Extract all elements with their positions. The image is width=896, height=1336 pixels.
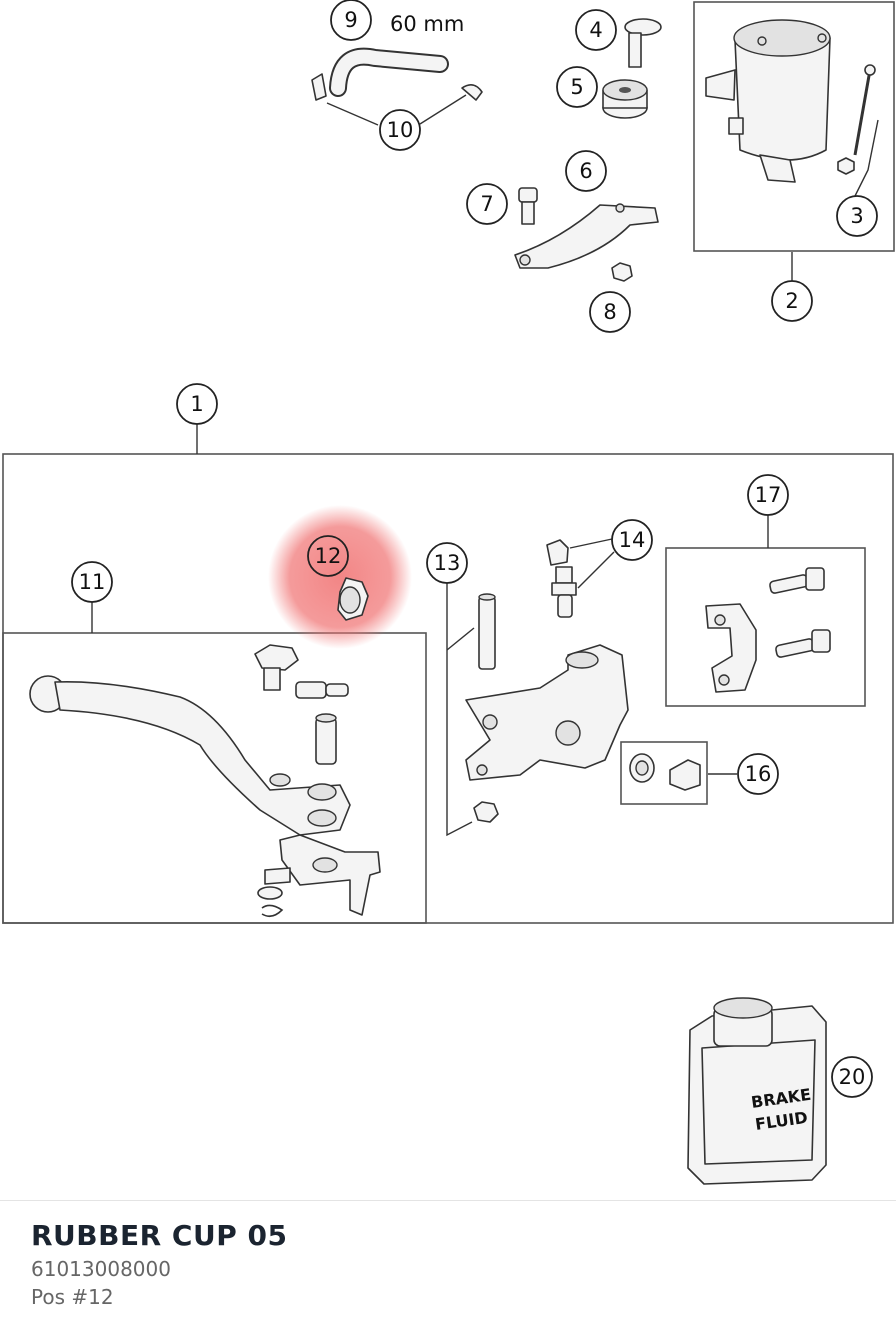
- svg-text:3: 3: [850, 204, 863, 228]
- callout-8[interactable]: 8: [589, 291, 631, 333]
- callout-9[interactable]: 9: [330, 0, 372, 41]
- group-box-2: [693, 1, 895, 252]
- svg-text:10: 10: [387, 118, 414, 142]
- callout-13[interactable]: 13: [426, 542, 468, 584]
- group-box-11: [2, 632, 427, 924]
- hose-part: [329, 47, 449, 97]
- part-number: 61013008000: [31, 1257, 171, 1281]
- svg-text:9: 9: [344, 8, 357, 32]
- callout-5[interactable]: 5: [556, 66, 598, 108]
- svg-text:14: 14: [619, 528, 646, 552]
- svg-text:4: 4: [589, 18, 602, 42]
- part-name: RUBBER CUP 05: [31, 1219, 288, 1252]
- adjuster-part: [254, 644, 349, 765]
- callout-4[interactable]: 4: [575, 9, 617, 51]
- svg-text:1: 1: [190, 392, 203, 416]
- svg-text:11: 11: [79, 570, 106, 594]
- group-box-17: [665, 547, 866, 707]
- rubber-cup-part[interactable]: [337, 577, 369, 621]
- svg-text:8: 8: [603, 300, 616, 324]
- callout-17[interactable]: 17: [747, 474, 789, 516]
- highlight-position-12: [268, 505, 412, 649]
- screw-nut-part: [837, 64, 876, 175]
- svg-text:17: 17: [755, 483, 782, 507]
- lever-adapter-part: [257, 834, 381, 918]
- nut-part: [611, 262, 633, 282]
- lever-part: [29, 675, 351, 836]
- svg-text:16: 16: [745, 762, 772, 786]
- exploded-parts-diagram: BRAKE FLUID 60 mm 1 2 3 4 5 6 7 8 9 10 1…: [2, 0, 895, 1185]
- callout-2[interactable]: 2: [771, 280, 813, 322]
- hose-length-label: 60 mm: [390, 12, 464, 36]
- part-info-panel: RUBBER CUP 05 61013008000 Pos #12: [0, 1200, 896, 1336]
- callout-10[interactable]: 10: [379, 109, 421, 151]
- svg-text:7: 7: [480, 192, 493, 216]
- part-position: Pos #12: [31, 1285, 114, 1309]
- reservoir-part: [705, 19, 831, 183]
- svg-text:20: 20: [839, 1065, 866, 1089]
- svg-text:2: 2: [785, 289, 798, 313]
- callout-7[interactable]: 7: [466, 183, 508, 225]
- clamp-part: [705, 567, 831, 693]
- master-cylinder-part: [465, 644, 629, 781]
- callout-16[interactable]: 16: [737, 753, 779, 795]
- brake-fluid-bottle-part: BRAKE FLUID: [687, 997, 827, 1185]
- group-box-16: [620, 741, 708, 805]
- callout-12[interactable]: 12: [307, 535, 349, 577]
- svg-text:5: 5: [570, 75, 583, 99]
- svg-text:13: 13: [434, 551, 461, 575]
- seal-kit-part: [629, 753, 701, 791]
- leader-lines: [91, 94, 879, 837]
- bolt-part: [518, 187, 538, 225]
- grommet-part: [602, 79, 648, 119]
- hose-clamp-part: [311, 73, 483, 101]
- callout-11[interactable]: 11: [71, 561, 113, 603]
- callout-14[interactable]: 14: [611, 519, 653, 561]
- bracket-part: [514, 203, 659, 269]
- callout-6[interactable]: 6: [565, 150, 607, 192]
- svg-text:6: 6: [579, 159, 592, 183]
- bleeder-part: [546, 539, 577, 618]
- callout-1[interactable]: 1: [176, 383, 218, 425]
- pin-part: [473, 593, 499, 823]
- callout-20[interactable]: 20: [831, 1056, 873, 1098]
- screw-part: [624, 18, 662, 68]
- svg-text:12: 12: [315, 544, 342, 568]
- callout-3[interactable]: 3: [836, 195, 878, 237]
